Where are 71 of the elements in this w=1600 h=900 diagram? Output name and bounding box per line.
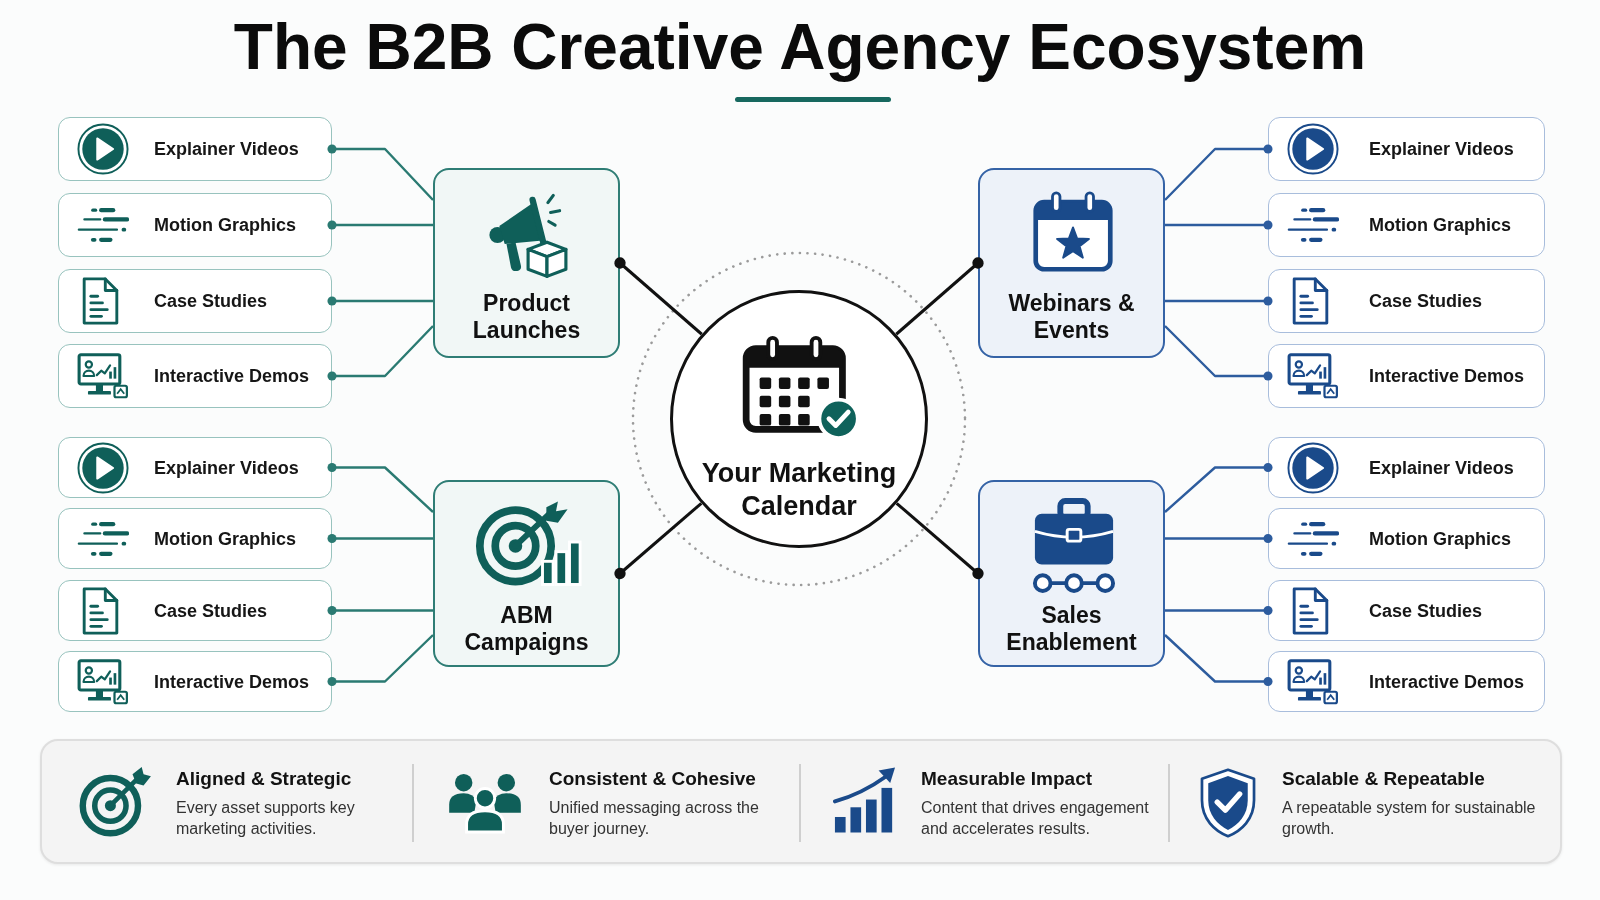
asset-label: Explainer Videos — [1369, 138, 1514, 160]
connector-line — [327, 296, 433, 306]
connector-line — [327, 462, 434, 513]
asset-label: Motion Graphics — [154, 214, 296, 236]
page-title: The B2B Creative Agency Ecosystem — [233, 11, 1367, 83]
connector-line — [895, 257, 984, 336]
connector-line — [1165, 605, 1273, 616]
asset-card — [58, 651, 332, 712]
asset-label: Motion Graphics — [154, 527, 296, 550]
connector-line — [1164, 462, 1273, 513]
connector-line — [614, 257, 703, 336]
hub-title: Product Launches — [471, 290, 582, 343]
connector-line — [327, 220, 433, 230]
feature-heading: Consistent & Cohesive — [549, 767, 756, 791]
asset-label: Interactive Demos — [154, 670, 310, 693]
asset-label: Explainer Videos — [154, 138, 299, 160]
asset-label: Explainer Videos — [1369, 456, 1514, 479]
asset-card — [58, 437, 332, 498]
hub-title: Webinars & Events — [1007, 290, 1136, 343]
asset-label: Interactive Demos — [1369, 670, 1525, 693]
asset-card — [58, 508, 332, 569]
asset-card — [1268, 344, 1545, 408]
feature-description: A repeatable system for sustainable growth. — [1282, 798, 1537, 839]
asset-label: Case Studies — [154, 599, 268, 622]
asset-label: Explainer Videos — [154, 456, 299, 479]
hub-card — [433, 168, 620, 358]
connector-line — [895, 502, 984, 580]
connector-line — [614, 502, 703, 580]
feature-description: Content that drives engagement and accelerates results. — [921, 798, 1150, 839]
connector-line — [1165, 296, 1273, 306]
asset-label: Case Studies — [1369, 599, 1483, 622]
asset-card — [1268, 117, 1545, 181]
asset-label: Interactive Demos — [154, 365, 310, 387]
asset-label: Interactive Demos — [1369, 365, 1525, 387]
asset-card — [58, 580, 332, 641]
connector-line — [327, 144, 434, 201]
asset-label: Case Studies — [154, 290, 268, 312]
asset-card — [1268, 580, 1545, 641]
asset-card — [58, 269, 332, 333]
feature-heading: Aligned & Strategic — [176, 767, 352, 791]
connector-line — [1165, 533, 1273, 544]
asset-label: Case Studies — [1369, 290, 1483, 312]
benefits-panel — [40, 739, 1562, 864]
asset-card — [1268, 269, 1545, 333]
connector-line — [327, 325, 434, 381]
connector-line — [1165, 220, 1273, 230]
connector-line — [327, 634, 434, 687]
feature-description: Unified messaging across the buyer journey. — [549, 798, 760, 839]
feature-heading: Measurable Impact — [921, 767, 1093, 791]
connector-line — [1164, 634, 1273, 687]
hub-title: ABM Campaigns — [463, 602, 590, 655]
feature-heading: Scalable & Repeatable — [1282, 767, 1485, 791]
connector-line — [327, 605, 433, 616]
connector-line — [1164, 144, 1273, 201]
asset-card — [1268, 508, 1545, 569]
asset-card — [58, 344, 332, 408]
asset-card — [1268, 193, 1545, 257]
connector-line — [327, 533, 433, 544]
hub-card — [978, 168, 1165, 358]
feature-description: Every asset supports key marketing activities. — [176, 798, 356, 839]
center-title: Your Marketing Calendar — [700, 457, 898, 522]
asset-card — [1268, 437, 1545, 498]
asset-card — [58, 117, 332, 181]
asset-card — [58, 193, 332, 257]
hub-card — [433, 480, 620, 667]
asset-card — [1268, 651, 1545, 712]
asset-label: Motion Graphics — [1369, 214, 1511, 236]
hub-card — [978, 480, 1165, 667]
connector-line — [1164, 325, 1273, 381]
asset-label: Motion Graphics — [1369, 527, 1511, 550]
hub-title: Sales Enablement — [1005, 602, 1138, 655]
